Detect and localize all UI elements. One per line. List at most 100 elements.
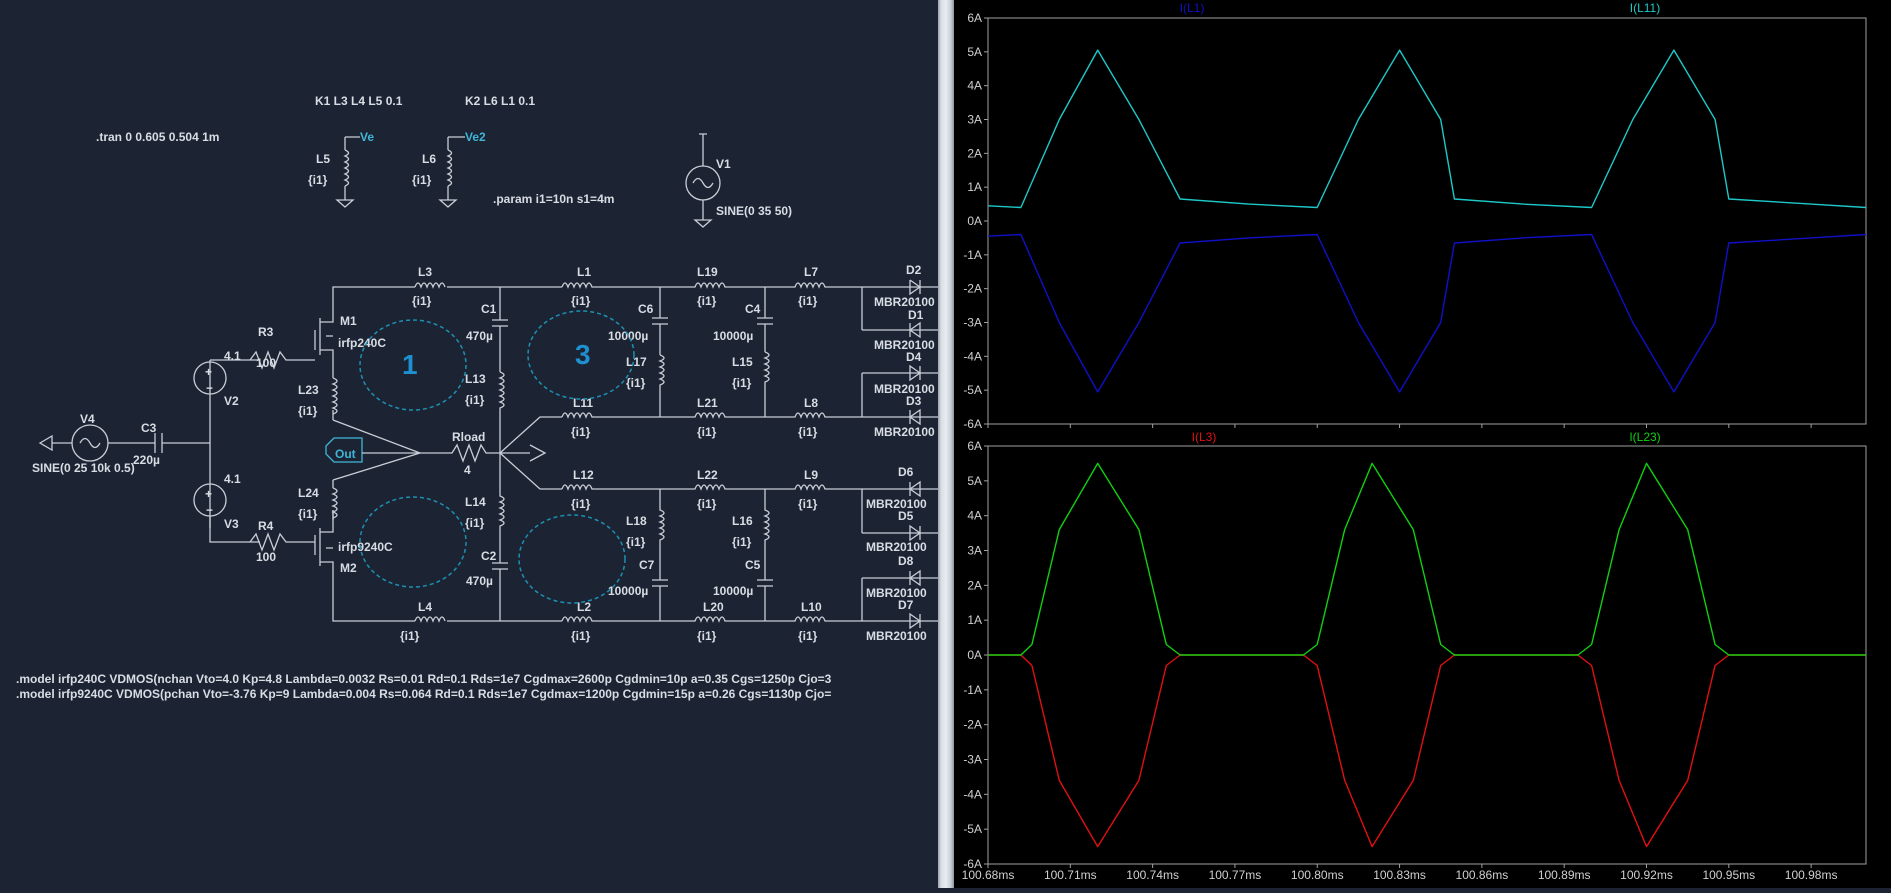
diode-D6[interactable] [908,480,921,498]
pane-splitter[interactable] [938,0,954,888]
inductor-L6[interactable] [438,136,465,208]
model-p-directive[interactable]: .model irfp9240C VDMOS(pchan Vto=-3.76 K… [16,687,831,701]
inductor-L18[interactable] [658,489,665,555]
resistor-R3[interactable] [249,350,315,370]
L17-value: {i1} [626,376,646,390]
voltage-source-V4[interactable] [38,424,210,462]
L18-value: {i1} [626,535,646,549]
mosfet-M2[interactable] [314,510,405,622]
inductor-L1[interactable] [561,282,660,289]
trace-label-L11[interactable]: I(L11) [1630,1,1660,15]
y-tick-label: -6A [963,857,982,871]
L22-ref: L22 [697,468,718,482]
C2-ref: C2 [481,549,497,563]
inductor-L8[interactable] [765,412,862,419]
trace-il23[interactable] [988,462,1866,656]
C3-ref: C3 [141,421,157,435]
C6-ref: C6 [638,302,654,316]
output-port[interactable] [325,437,420,463]
trace-label-L3[interactable]: I(L3) [1192,430,1217,444]
resistor-Rload[interactable] [420,443,547,463]
L8-value: {i1} [798,425,818,439]
capacitor-C4[interactable] [757,287,773,352]
inductor-L13[interactable] [498,371,505,453]
inductor-L12[interactable] [561,484,660,491]
inductor-L9[interactable] [765,484,862,491]
schematic-editor[interactable]: .tran 0 0.605 0.504 1m K1 L3 L4 L5 0.1 K… [0,0,938,888]
inductor-L17[interactable] [658,354,665,417]
schematic-canvas[interactable]: .tran 0 0.605 0.504 1m K1 L3 L4 L5 0.1 K… [0,0,938,888]
diode-D8[interactable] [908,569,921,587]
capacitor-C6[interactable] [652,287,668,355]
voltage-source-V1[interactable] [685,133,721,228]
svg-text:+: + [205,487,212,501]
voltage-source-V2[interactable]: +− [193,359,260,528]
L1-ref: L1 [577,265,591,279]
L17-ref: L17 [626,355,647,369]
diode-D5[interactable] [909,524,922,542]
y-tick-label: 6A [967,439,982,453]
capacitor-C7[interactable] [652,555,668,621]
y-tick-label: -5A [963,822,982,836]
inductor-L11[interactable] [561,412,660,419]
trace-label-L1[interactable]: I(L1) [1180,1,1205,15]
D2-value: MBR20100 [874,295,935,309]
inductor-L14[interactable] [498,453,505,550]
capacitor-C2[interactable] [492,550,508,621]
tran-directive[interactable]: .tran 0 0.605 0.504 1m [96,130,219,144]
inductor-L7[interactable] [765,282,862,289]
resistor-R4[interactable] [249,532,315,552]
L16-ref: L16 [732,514,753,528]
L12-value: {i1} [571,497,591,511]
inductor-L19[interactable] [660,282,765,289]
Rload-ref: Rload [452,430,485,444]
net-label-ve2: Ve2 [465,130,486,144]
inductor-L2[interactable] [561,616,660,623]
C3-value: 220µ [133,453,160,467]
diode-D2[interactable] [909,279,921,296]
voltage-source-V3[interactable]: +− [193,483,260,543]
L6-ref: L6 [422,152,436,166]
inductor-L15[interactable] [763,351,770,417]
mosfet-M1[interactable] [314,286,405,370]
capacitor-C5[interactable] [757,555,773,621]
param-directive[interactable]: .param i1=10n s1=4m [493,192,614,206]
inductor-L24[interactable] [331,480,338,520]
inductor-L16[interactable] [763,489,770,555]
k1-directive[interactable]: K1 L3 L4 L5 0.1 [315,94,403,108]
inductor-L4[interactable] [405,616,562,623]
C6-value: 10000µ [608,329,648,343]
diode-D1[interactable] [908,321,921,339]
waveform-canvas[interactable]: I(L1) I(L11) I(L3) I(L23) 6A5A4A3A2A1A0A… [954,0,1891,888]
model-n-directive[interactable]: .model irfp240C VDMOS(nchan Vto=4.0 Kp=4… [16,672,832,686]
diode-D4[interactable] [909,364,922,382]
diode-D3[interactable] [908,408,921,426]
y-tick-label: 5A [967,45,982,59]
k2-directive[interactable]: K2 L6 L1 0.1 [465,94,535,108]
Rload-value: 4 [464,463,471,477]
D4-value: MBR20100 [874,382,935,396]
trace-il1[interactable] [987,233,1867,393]
capacitor-C1[interactable] [492,287,508,372]
L2-value: {i1} [571,629,591,643]
y-tick-label: -3A [963,753,982,767]
V2-ref: V2 [224,394,239,408]
inductor-L20[interactable] [660,616,765,623]
trace-label-L23[interactable]: I(L23) [1629,430,1660,444]
trace-il3[interactable] [988,654,1866,848]
inductor-L10[interactable] [765,616,862,623]
inductor-L5[interactable] [335,136,360,208]
inductor-L21[interactable] [660,412,765,419]
L22-value: {i1} [697,497,717,511]
diode-D7[interactable] [909,612,922,630]
inductor-L23[interactable] [331,370,421,481]
L20-ref: L20 [703,600,724,614]
trace-il11[interactable] [987,49,1867,209]
inductor-L3[interactable] [405,282,562,289]
inductor-L22[interactable] [660,484,765,491]
L24-value: {i1} [298,507,318,521]
diode-bank-wires [861,286,938,622]
C5-value: 10000µ [713,584,753,598]
